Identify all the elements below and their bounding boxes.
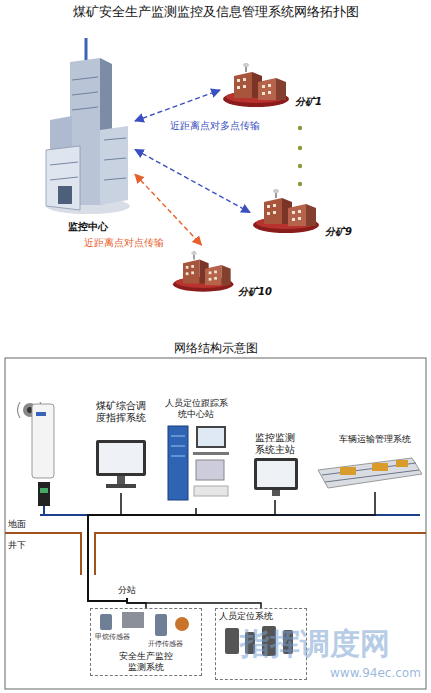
node-text: 分矿9 bbox=[325, 226, 352, 238]
connector bbox=[135, 174, 202, 245]
node-text: 分矿1 bbox=[295, 96, 322, 108]
station-node: 人员定位跟踪系统中心站 bbox=[160, 396, 232, 508]
branch-mine: 分矿1 bbox=[220, 60, 325, 110]
building-node: 监控中心 bbox=[40, 45, 135, 235]
edge-label: 近距离点对多点传输 bbox=[170, 120, 260, 132]
station-node: 车辆运输管理系统 bbox=[335, 432, 415, 492]
branch-mine: 分矿9 bbox=[250, 185, 355, 240]
station-node: 监控监测系统主站 bbox=[250, 430, 300, 500]
connector bbox=[135, 150, 250, 213]
connector bbox=[88, 508, 196, 601]
node-text: 车辆运输管理系统 bbox=[339, 434, 411, 445]
node-text: 分矿10 bbox=[238, 286, 272, 298]
section-title: 网络结构示意图 bbox=[0, 341, 431, 355]
watermark: 指挥调度网 bbox=[240, 626, 390, 662]
watermark: www.94ec.com bbox=[330, 666, 421, 680]
ground-label: 地面 bbox=[8, 519, 26, 530]
station-node: 煤矿综合调度指挥系统 bbox=[92, 398, 150, 493]
node-text: 监控中心 bbox=[68, 221, 108, 233]
subsystem-box: 安全生产监控监测系统 bbox=[90, 608, 202, 676]
branch-mine: 分矿10 bbox=[170, 245, 275, 300]
diagram-title: 煤矿安全生产监测监控及信息管理系统网络拓扑图 bbox=[0, 4, 431, 20]
node-text: 安全生产监控监测系统 bbox=[117, 651, 175, 673]
connector bbox=[135, 90, 220, 121]
node-text: 煤矿综合调度指挥系统 bbox=[95, 400, 147, 424]
node-text: 人员定位跟踪系统中心站 bbox=[163, 398, 229, 420]
connector bbox=[127, 598, 261, 608]
node-text: 分站 bbox=[118, 585, 136, 596]
sensor-label: 甲烷传感器 bbox=[95, 633, 130, 641]
sensor-label: 开停传感器 bbox=[148, 640, 183, 648]
substation-label: 分站 bbox=[112, 583, 142, 598]
edge-label: 近距离点对点传输 bbox=[84, 237, 164, 249]
node-text: 监控监测系统主站 bbox=[253, 432, 297, 456]
node-text: 人员定位系统 bbox=[219, 611, 273, 622]
underground-label: 井下 bbox=[8, 540, 26, 551]
connector bbox=[88, 492, 375, 601]
